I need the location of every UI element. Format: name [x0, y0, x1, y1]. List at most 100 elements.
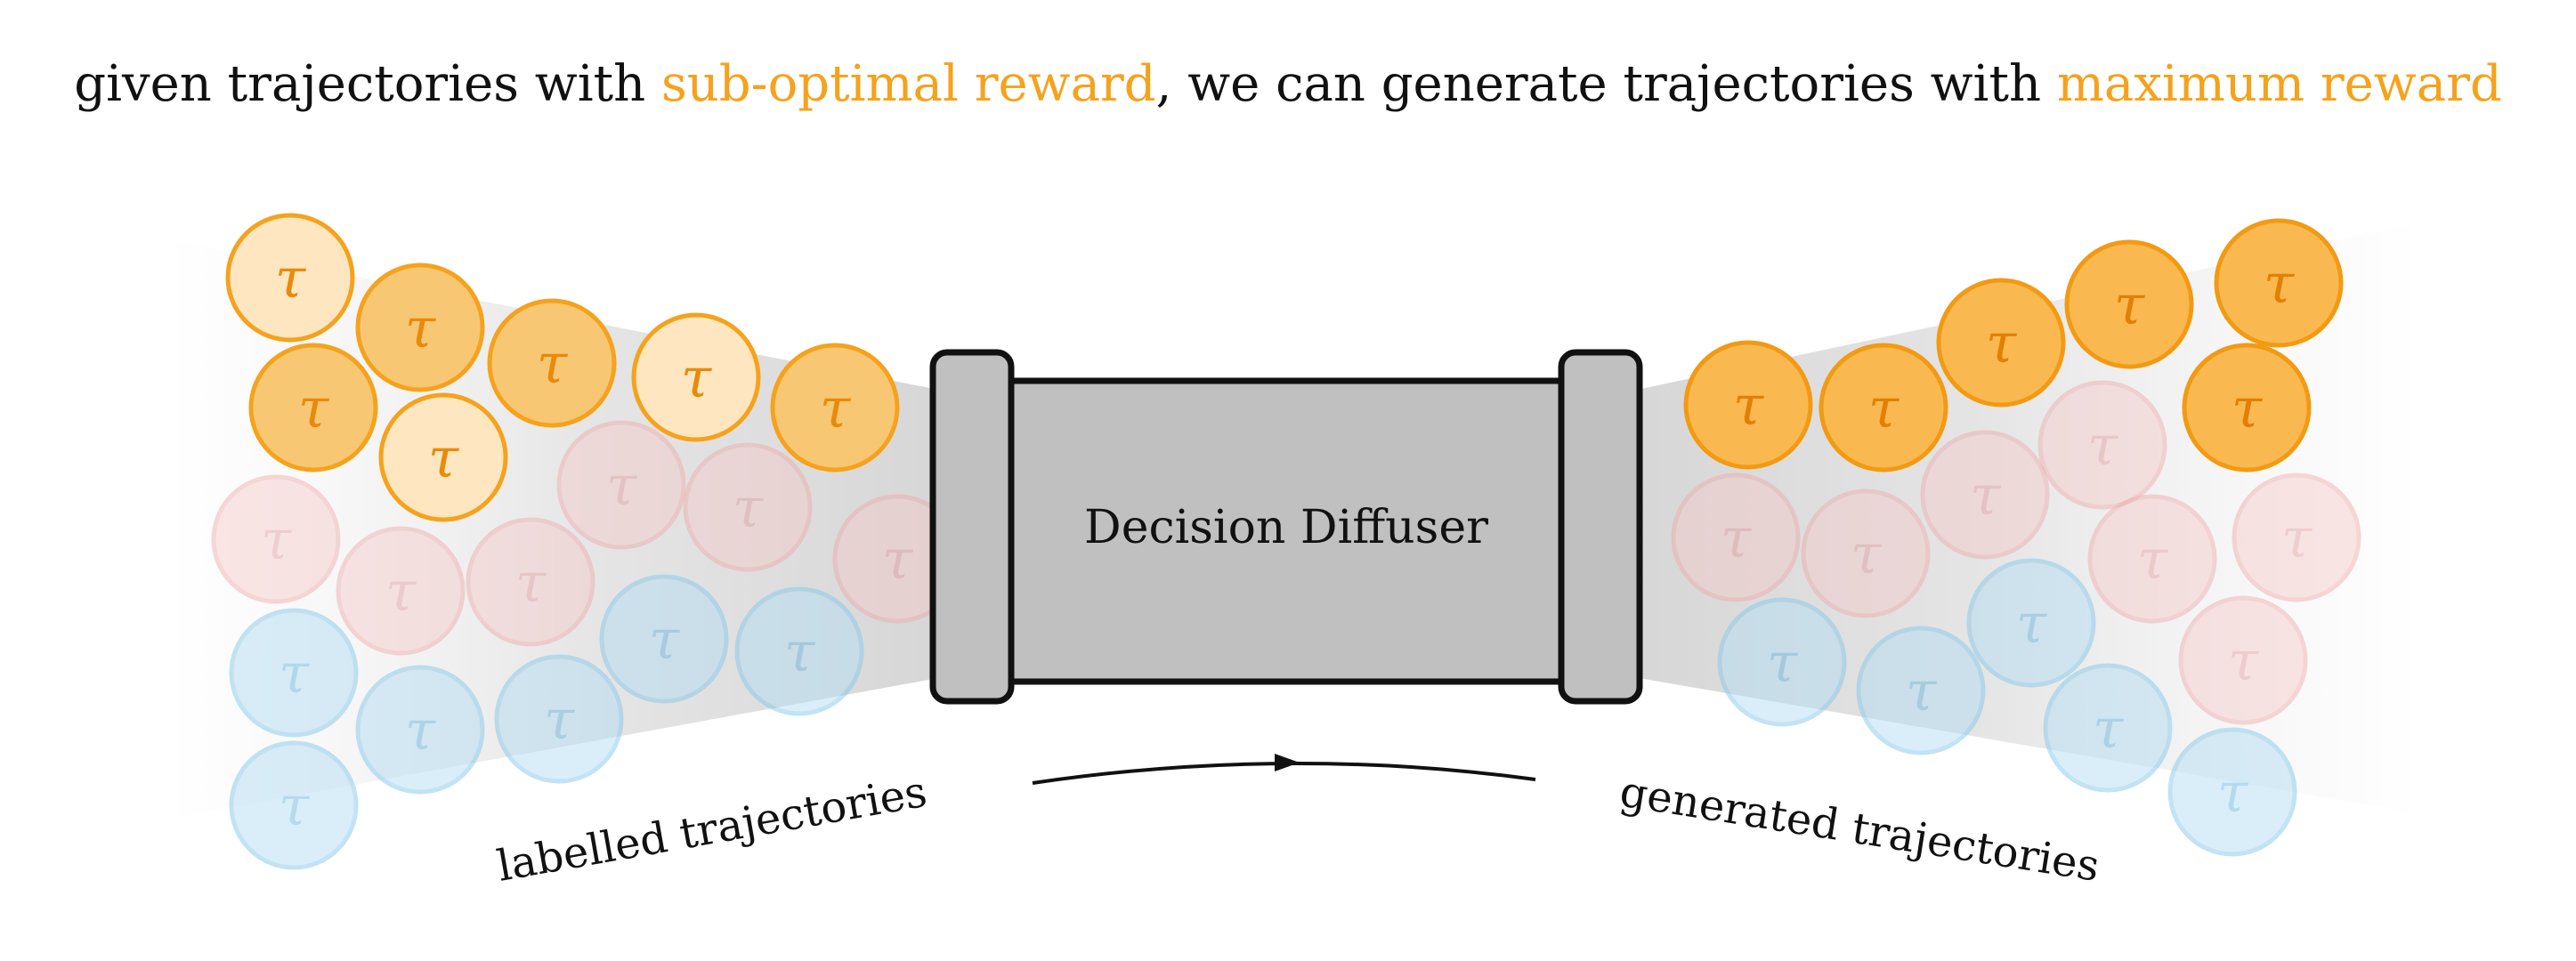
- trajectory-circle: [770, 343, 900, 472]
- output-trajectory-blue: τ: [1856, 626, 1986, 755]
- trajectory-circle: [1966, 558, 2096, 688]
- input-trajectory-orange: τ: [631, 312, 761, 442]
- trajectory-circle: [487, 298, 617, 428]
- output-label: generated trajectories: [1616, 767, 2102, 892]
- tau-symbol: τ: [2087, 413, 2119, 478]
- output-trajectory-pink: τ: [1920, 430, 2050, 560]
- output-trajectory-blue: τ: [2167, 727, 2297, 857]
- tau-symbol: τ: [261, 507, 293, 572]
- output-trajectory-orange: τ: [1683, 340, 1813, 470]
- heading-part2: , we can generate trajectories with: [1155, 55, 2057, 113]
- output-trajectory-orange: τ: [2214, 218, 2344, 348]
- tau-symbol: τ: [2228, 628, 2260, 693]
- tau-symbol: τ: [1970, 463, 2002, 528]
- trajectory-circle: [229, 740, 359, 870]
- tau-symbol: τ: [681, 345, 713, 410]
- output-trajectory-pink: τ: [2232, 472, 2361, 602]
- trajectory-circle: [2232, 472, 2361, 602]
- tau-symbol: τ: [385, 559, 417, 624]
- input-trajectory-pink: τ: [336, 526, 466, 656]
- tau-symbol: τ: [882, 527, 914, 592]
- trajectory-circle: [248, 343, 378, 472]
- input-trajectory-blue: τ: [734, 586, 864, 716]
- trajectory-circle: [336, 526, 466, 656]
- tau-symbol: τ: [649, 607, 681, 672]
- tau-symbol: τ: [405, 698, 437, 763]
- output-trajectory-orange: τ: [2182, 343, 2312, 472]
- tau-symbol: τ: [2114, 272, 2146, 337]
- tau-symbol: τ: [606, 453, 638, 518]
- trajectory-circle: [556, 420, 686, 550]
- trajectory-circle: [2037, 380, 2167, 510]
- tau-symbol: τ: [2232, 376, 2264, 440]
- trajectory-circle: [1936, 278, 2066, 408]
- output-trajectory-pink: τ: [2178, 595, 2308, 725]
- trajectory-circle: [494, 654, 624, 784]
- trajectory-circle: [2064, 239, 2194, 369]
- output-trajectory-blue: τ: [1966, 558, 2096, 688]
- trajectory-circle: [1671, 472, 1801, 602]
- input-trajectory-orange: τ: [378, 392, 508, 522]
- tau-symbol: τ: [537, 331, 569, 396]
- tau-symbol: τ: [2016, 591, 2048, 656]
- heading-part1: given trajectories with: [74, 55, 661, 113]
- tau-symbol: τ: [1868, 376, 1900, 440]
- tau-symbol: τ: [1767, 630, 1799, 695]
- trajectory-circle: [225, 213, 355, 343]
- trajectory-circle: [229, 608, 359, 738]
- trajectory-circle: [734, 586, 864, 716]
- input-trajectory-pink: τ: [466, 517, 595, 647]
- tau-symbol: τ: [405, 295, 437, 360]
- tau-symbol: τ: [2217, 760, 2249, 825]
- decision-diffuser-box: Decision Diffuser: [929, 349, 1643, 705]
- tau-symbol: τ: [1986, 311, 2018, 376]
- box-left-cap: [929, 349, 1015, 705]
- output-trajectory-orange: τ: [2064, 239, 2194, 369]
- tau-symbol: τ: [544, 687, 576, 752]
- output-trajectory-blue: τ: [2043, 663, 2173, 793]
- tau-symbol: τ: [1851, 521, 1883, 586]
- trajectory-circle: [2043, 663, 2173, 793]
- output-trajectory-pink: τ: [2087, 494, 2217, 624]
- trajectory-circle: [211, 474, 341, 604]
- tau-symbol: τ: [515, 550, 547, 615]
- trajectory-circle: [1856, 626, 1986, 755]
- trajectory-circle: [2167, 727, 2297, 857]
- trajectory-circle: [1819, 343, 1948, 472]
- input-trajectory-blue: τ: [229, 740, 359, 870]
- trajectory-circle: [1801, 489, 1931, 618]
- input-trajectory-orange: τ: [355, 262, 485, 392]
- heading-highlight-suboptimal: sub-optimal reward: [661, 55, 1156, 113]
- output-trajectory-orange: τ: [1936, 278, 2066, 408]
- trajectory-circle: [599, 574, 729, 704]
- tau-symbol: τ: [1906, 658, 1938, 723]
- input-trajectory-pink: τ: [556, 420, 686, 550]
- flow-arrow: [1032, 754, 1536, 785]
- trajectory-circle: [2178, 595, 2308, 725]
- trajectory-circle: [355, 262, 485, 392]
- input-label: labelled trajectories: [493, 767, 930, 892]
- box-label: Decision Diffuser: [1084, 501, 1488, 554]
- trajectory-circle: [1920, 430, 2050, 560]
- trajectory-circle: [2087, 494, 2217, 624]
- input-trajectory-orange: τ: [248, 343, 378, 472]
- tau-symbol: τ: [275, 246, 307, 311]
- input-trajectory-pink: τ: [211, 474, 341, 604]
- tau-symbol: τ: [279, 641, 311, 706]
- trajectory-circle: [631, 312, 761, 442]
- input-trajectory-pink: τ: [683, 442, 813, 572]
- box-right-cap: [1558, 349, 1643, 705]
- input-trajectory-pink: τ: [832, 494, 962, 624]
- tau-symbol: τ: [428, 425, 460, 490]
- heading: given trajectories with sub-optimal rewa…: [0, 55, 2576, 113]
- trajectory-circle: [683, 442, 813, 572]
- tau-symbol: τ: [2093, 696, 2125, 761]
- tau-symbol: τ: [1721, 505, 1753, 570]
- input-trajectory-orange: τ: [225, 213, 355, 343]
- tau-symbol: τ: [2264, 251, 2296, 316]
- output-trajectory-orange: τ: [1819, 343, 1948, 472]
- input-trajectory-blue: τ: [355, 665, 485, 795]
